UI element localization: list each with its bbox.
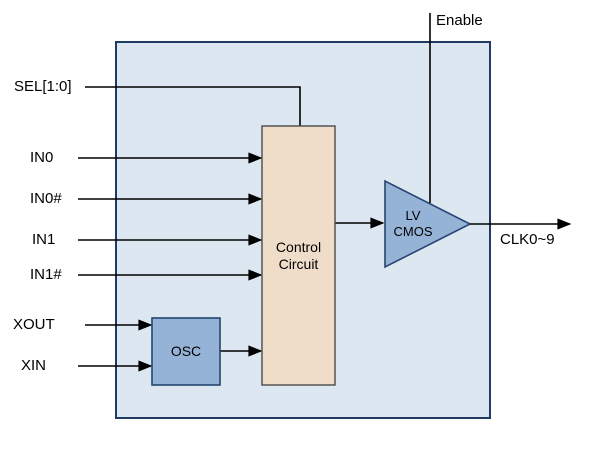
sel-label: SEL[1:0]: [14, 78, 72, 95]
clk-output-label: CLK0~9: [500, 231, 555, 248]
lvcmos-buffer-triangle: [384, 179, 472, 269]
xout-label: XOUT: [13, 316, 55, 333]
control-circuit-label: Control Circuit: [275, 238, 322, 272]
enable-label: Enable: [436, 12, 483, 29]
osc-block: [151, 317, 221, 386]
control-circuit-block: [261, 125, 336, 386]
sel-wire: [85, 86, 301, 126]
osc-label: OSC: [170, 343, 202, 359]
in0-label: IN0: [30, 149, 54, 166]
lvcmos-label: LV CMOS: [393, 208, 433, 239]
in1b-label: IN1#: [30, 266, 62, 283]
in1-label: IN1: [32, 231, 56, 248]
xin-label: XIN: [21, 357, 47, 374]
in0b-label: IN0#: [30, 190, 62, 207]
